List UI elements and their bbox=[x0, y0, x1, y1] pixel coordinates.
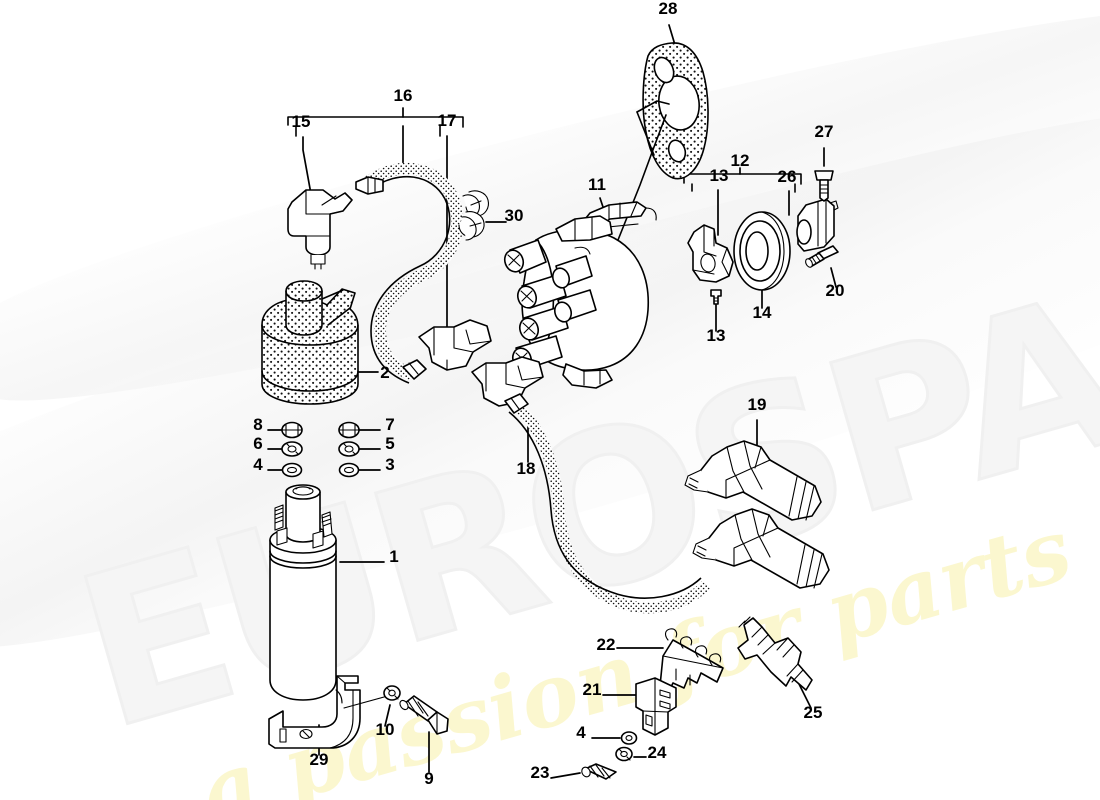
part-spark-plug-connector-19-lower bbox=[692, 508, 830, 589]
part-distributor-rotor-13 bbox=[687, 224, 734, 283]
callout-number-washer[interactable]: 3 bbox=[385, 455, 394, 474]
callout-number-spark-plug-connector[interactable]: 19 bbox=[748, 395, 767, 414]
callout-number-coil-mounting-clamp[interactable]: 29 bbox=[310, 750, 329, 769]
part-hex-bolt-9 bbox=[399, 695, 449, 773]
callout-number-washer[interactable]: 4 bbox=[253, 455, 263, 474]
part-cable-connector-17 bbox=[418, 319, 492, 371]
callout-number-hex-bolt[interactable]: 27 bbox=[815, 122, 834, 141]
part-ignition-coil-1 bbox=[269, 484, 385, 701]
part-cable-clip-strip-22 bbox=[616, 628, 724, 692]
part-distributor-drive-26 bbox=[796, 198, 839, 252]
part-screw-13b bbox=[710, 289, 722, 332]
callout-number-spark-plug[interactable]: 25 bbox=[804, 703, 823, 722]
callout-number-cable-clip[interactable]: 30 bbox=[505, 206, 524, 225]
callout-number-lock-washer[interactable]: 5 bbox=[385, 434, 394, 453]
callout-number-hall-sender-unit[interactable]: 11 bbox=[588, 175, 606, 194]
part-lock-washer-10 bbox=[343, 685, 401, 727]
callout-number-cable-clip-strip[interactable]: 22 bbox=[597, 635, 616, 654]
callout-number-ignition-coil[interactable]: 1 bbox=[389, 547, 398, 566]
bracket-group-12 bbox=[683, 167, 802, 236]
callout-number-hex-nut[interactable]: 7 bbox=[385, 415, 394, 434]
part-ignition-lead-18 bbox=[471, 356, 710, 614]
part-clamping-screw-20 bbox=[805, 245, 839, 288]
callout-number-hex-nut[interactable]: 8 bbox=[253, 415, 262, 434]
callout-number-ignition-cable-connector[interactable]: 15 bbox=[292, 112, 311, 131]
callout-number-distributor-shaft-drive[interactable]: 26 bbox=[778, 167, 797, 186]
part-ignition-cable-16 bbox=[355, 162, 464, 384]
part-spark-plug-25 bbox=[737, 616, 813, 709]
bracket-group-16 bbox=[287, 107, 464, 331]
callout-number-coil-cover-boot[interactable]: 2 bbox=[380, 363, 389, 382]
callout-numbers: 1234567891011121313141516171819202122232… bbox=[253, 0, 844, 788]
part-cable-holder-bracket-21 bbox=[602, 677, 677, 736]
callout-number-rotor[interactable]: 13 bbox=[710, 166, 729, 185]
hardware-bracket-fasteners bbox=[550, 731, 647, 780]
callout-number-screw[interactable]: 13 bbox=[707, 326, 726, 345]
callout-number-hex-bolt[interactable]: 9 bbox=[424, 769, 433, 788]
callout-number-bolt[interactable]: 23 bbox=[531, 763, 550, 782]
callout-number-clamping-screw[interactable]: 20 bbox=[826, 281, 845, 300]
callout-number-ignition-cable[interactable]: 16 bbox=[394, 86, 413, 105]
callout-number-ignition-lead[interactable]: 18 bbox=[517, 459, 536, 478]
callout-number-washer[interactable]: 4 bbox=[576, 723, 586, 742]
callout-number-dust-cap[interactable]: 14 bbox=[753, 303, 772, 322]
part-cable-clip-30 bbox=[458, 190, 507, 241]
callout-number-lock-washer[interactable]: 24 bbox=[648, 743, 667, 762]
part-coil-clamp-29 bbox=[268, 675, 361, 756]
callout-number-cable-connector[interactable]: 17 bbox=[438, 111, 457, 130]
part-flange-gasket-28 bbox=[636, 24, 709, 180]
callout-number-cable-holder-bracket[interactable]: 21 bbox=[583, 680, 602, 699]
hardware-coil-fasteners bbox=[267, 421, 381, 478]
part-hex-bolt-27 bbox=[814, 147, 834, 202]
assembly-axis-line bbox=[611, 114, 667, 256]
callout-number-lock-washer[interactable]: 6 bbox=[253, 434, 262, 453]
part-distributor-cap bbox=[503, 215, 650, 389]
callout-number-distributor-assembly-group[interactable]: 12 bbox=[731, 151, 750, 170]
callout-number-lock-washer[interactable]: 10 bbox=[376, 720, 395, 739]
part-spark-plug-connector-19-upper bbox=[684, 419, 822, 521]
part-dust-cap-14 bbox=[733, 211, 791, 309]
callout-number-flange-gasket[interactable]: 28 bbox=[659, 0, 678, 18]
part-coil-cover-boot-2 bbox=[261, 280, 379, 405]
part-cable-connector-15 bbox=[287, 189, 353, 270]
